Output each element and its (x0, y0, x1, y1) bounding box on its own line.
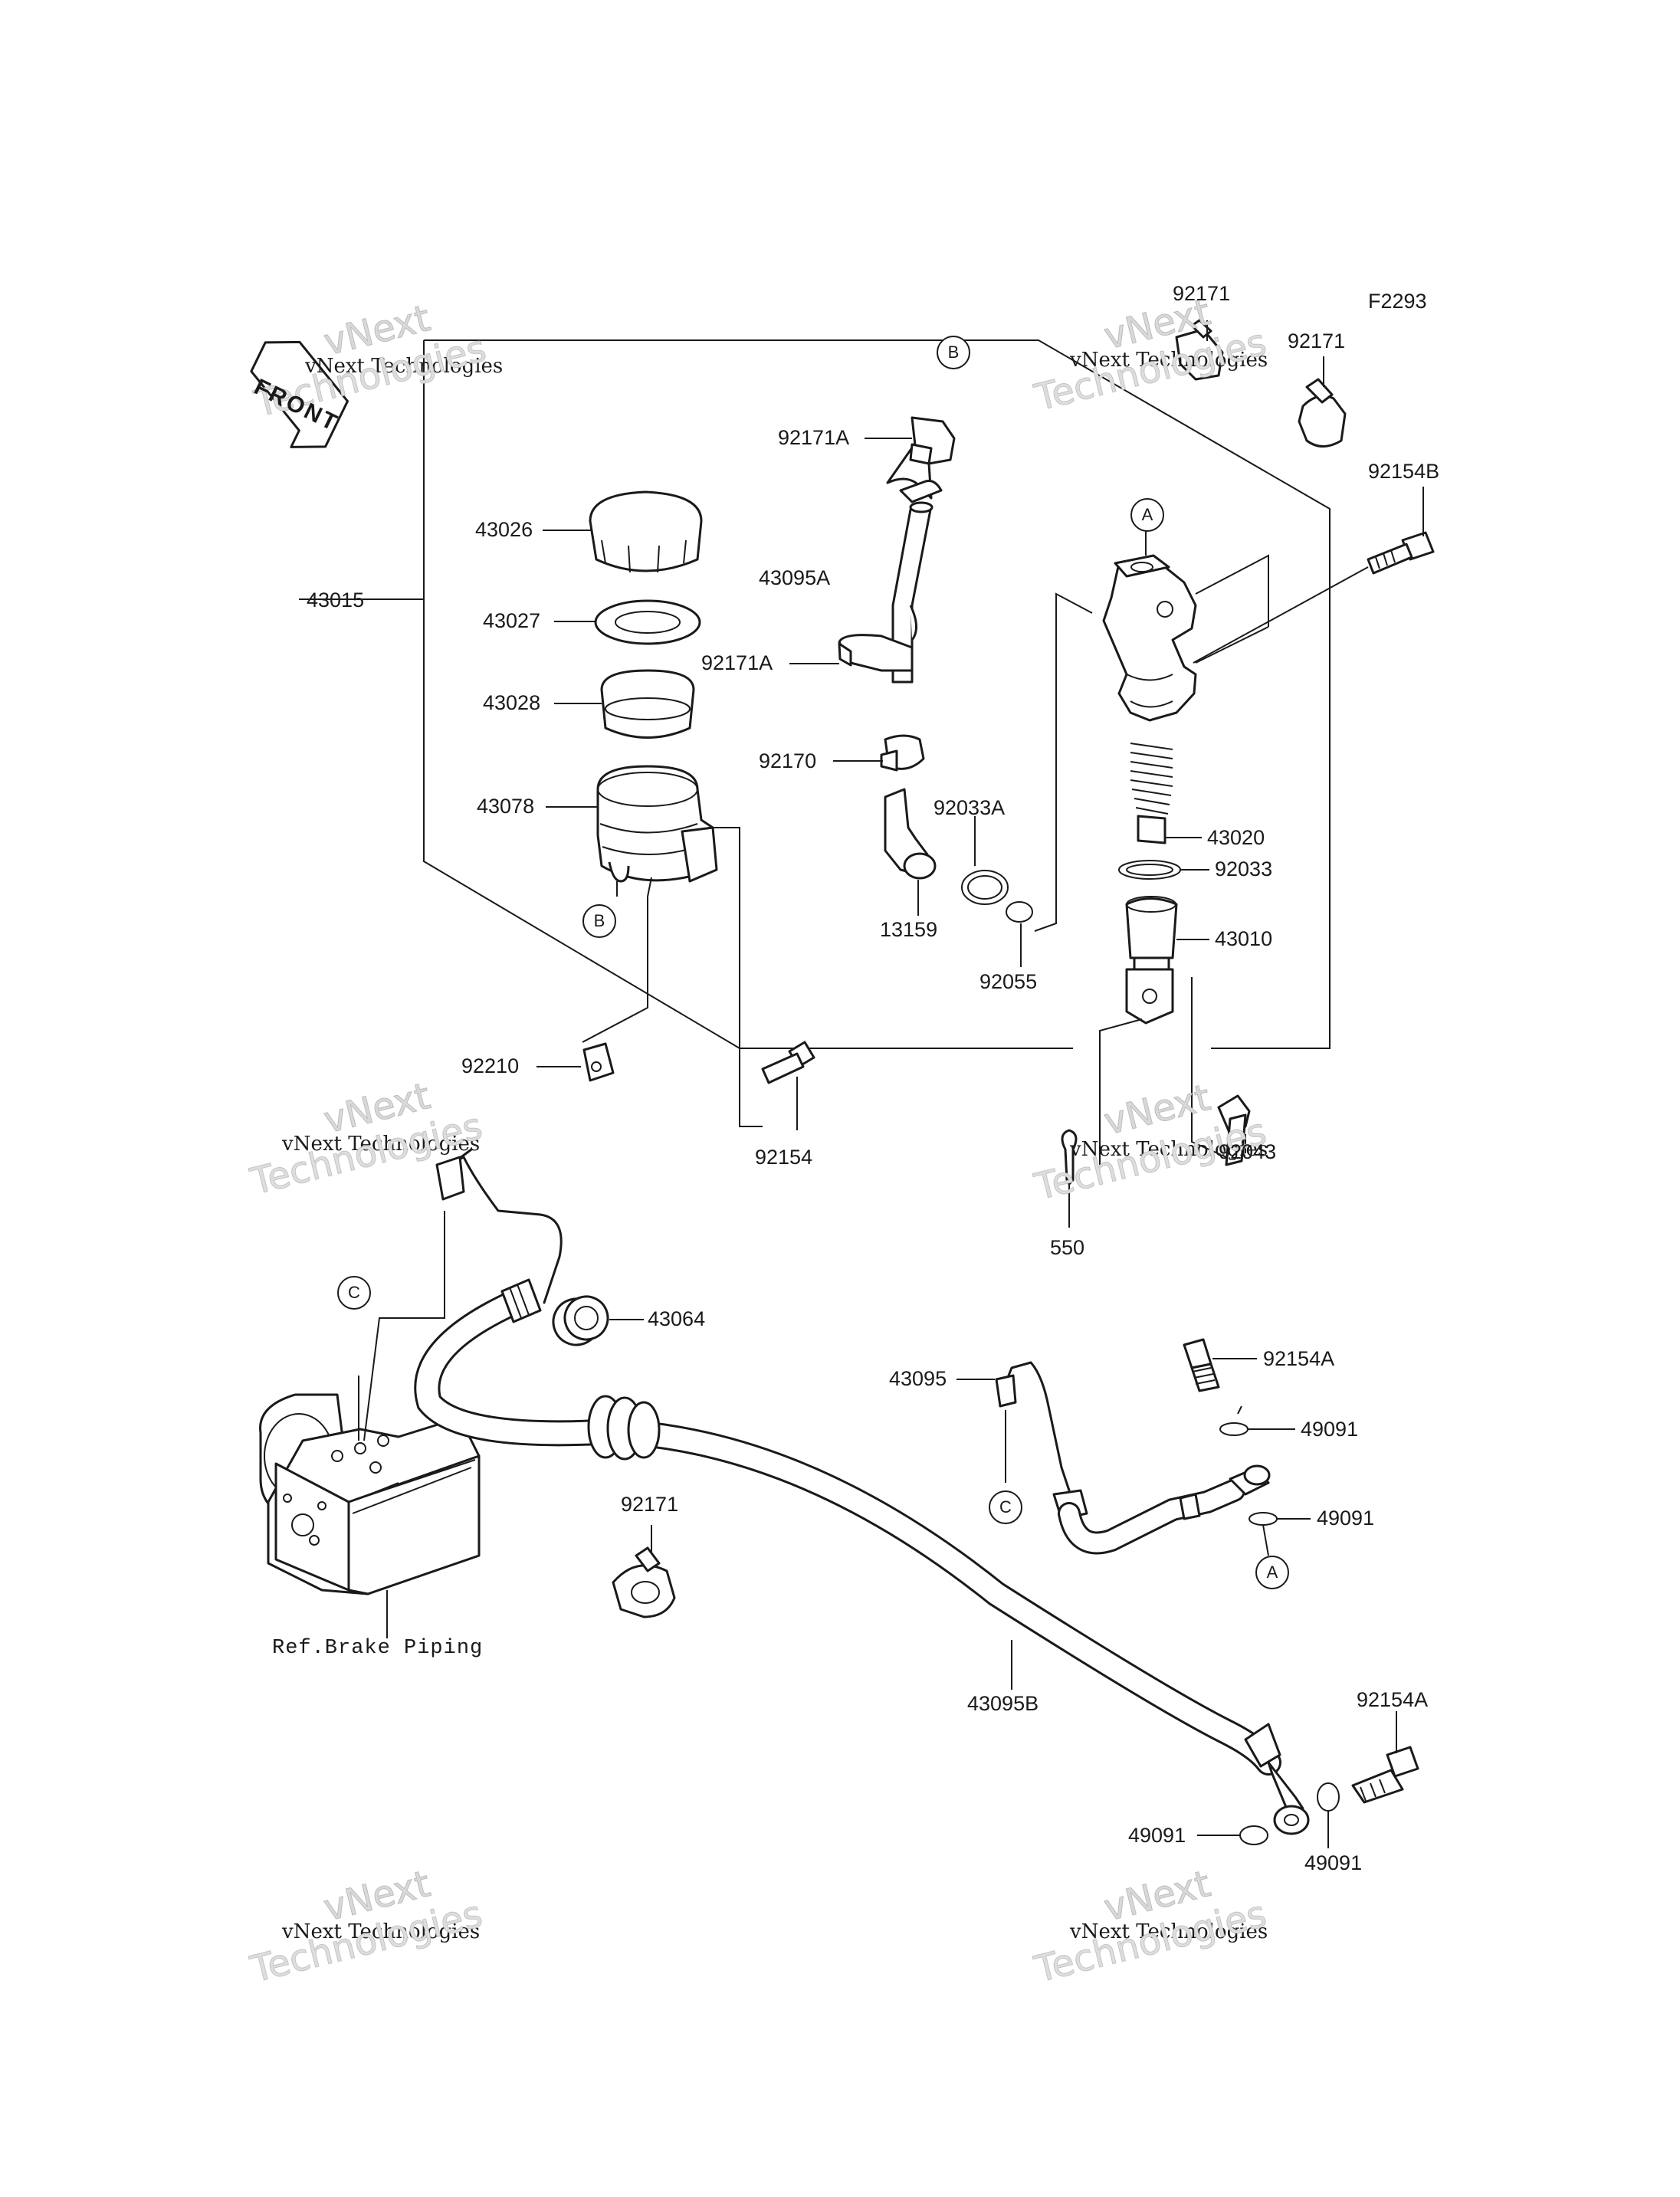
elbow-fitting-13159 (884, 788, 937, 880)
clamp-92170 (880, 734, 925, 772)
callout-c-pipe: C (989, 1490, 1022, 1524)
reservoir-cap (589, 490, 703, 573)
part-43027: 43027 (483, 609, 541, 632)
part-43095: 43095 (889, 1367, 947, 1390)
part-92154a-bot: 92154A (1357, 1688, 1429, 1711)
part-550: 550 (1050, 1236, 1085, 1259)
callout-c-abs: C (337, 1276, 371, 1310)
callout-b-top: B (937, 336, 970, 369)
o-ring-92055 (1006, 901, 1033, 923)
washer-49091-d (1317, 1782, 1340, 1812)
figure-code: F2293 (1368, 290, 1427, 313)
part-49091-d: 49091 (1304, 1851, 1363, 1874)
callout-a-bottom: A (1255, 1556, 1289, 1589)
part-92210: 92210 (461, 1054, 520, 1077)
part-43028: 43028 (483, 691, 541, 714)
bolt-92154a-upper (1183, 1338, 1220, 1392)
part-92055: 92055 (979, 970, 1038, 993)
assembly-boundary (424, 339, 1331, 1049)
part-92171a-mid: 92171A (701, 651, 773, 674)
part-49091-c: 49091 (1128, 1824, 1186, 1847)
part-92154: 92154 (755, 1146, 813, 1169)
part-92033: 92033 (1215, 857, 1273, 880)
clamp-92171a-mid (838, 634, 914, 672)
brake-pipe-43095 (995, 1361, 1271, 1555)
part-92033a: 92033A (934, 796, 1006, 819)
part-92154a-top: 92154A (1263, 1347, 1335, 1370)
part-92171a-top: 92171A (778, 426, 850, 449)
clamp-92171a-top (909, 416, 956, 465)
spring-43020 (1130, 743, 1173, 844)
part-92043: 92043 (1219, 1140, 1277, 1163)
part-43078: 43078 (477, 795, 535, 818)
bolt-92154a-lower (1351, 1746, 1419, 1804)
part-43015: 43015 (307, 589, 365, 612)
clamp-92171-a (1175, 319, 1224, 381)
bolt-92154b (1367, 531, 1435, 575)
part-92171-c: 92171 (621, 1493, 679, 1516)
part-43095b: 43095B (967, 1692, 1039, 1715)
circlip-92033a (961, 870, 1009, 905)
reservoir-hose-43095a (886, 435, 943, 684)
master-cylinder-body (1102, 554, 1197, 722)
diaphragm-plate (600, 669, 695, 739)
reservoir-tank (596, 765, 718, 883)
abs-unit (259, 1393, 481, 1595)
union-nut (435, 1156, 465, 1201)
front-arrow-icon (250, 340, 349, 448)
part-92171-a: 92171 (1173, 282, 1231, 305)
part-92171-b: 92171 (1288, 330, 1346, 353)
callout-a-top: A (1130, 498, 1164, 532)
clamp-92171-c (612, 1546, 676, 1618)
part-43095a: 43095A (759, 566, 831, 589)
clamp-92171-b (1298, 378, 1347, 448)
part-92154b: 92154B (1368, 460, 1440, 483)
part-43010: 43010 (1215, 927, 1273, 950)
part-49091-a: 49091 (1301, 1418, 1359, 1441)
part-13159: 13159 (880, 918, 938, 941)
washer-49091-a (1219, 1422, 1249, 1436)
cotter-pin-550 (1061, 1129, 1078, 1185)
diaphragm (594, 599, 701, 645)
bolt-92154 (761, 1041, 815, 1084)
hose-fitting-upper (500, 1278, 542, 1323)
washer-49091-b (1249, 1512, 1278, 1526)
washer-49091-c (1239, 1825, 1268, 1845)
ref-brake-piping: Ref.Brake Piping (272, 1637, 484, 1660)
pushrod-43010 (1125, 896, 1178, 1025)
part-49091-b: 49091 (1317, 1507, 1375, 1530)
part-43064: 43064 (648, 1307, 706, 1330)
part-43026: 43026 (475, 518, 533, 541)
callout-b-reservoir: B (582, 904, 616, 938)
grommet-43064 (552, 1295, 609, 1346)
part-43020: 43020 (1207, 826, 1265, 849)
clevis-pin-92043 (1217, 1094, 1251, 1166)
hose-fitting-lower (1244, 1723, 1310, 1835)
pin-92210 (582, 1042, 615, 1082)
circlip-92033 (1118, 860, 1181, 880)
grommet-on-hose (587, 1395, 661, 1461)
part-92170: 92170 (759, 749, 817, 772)
